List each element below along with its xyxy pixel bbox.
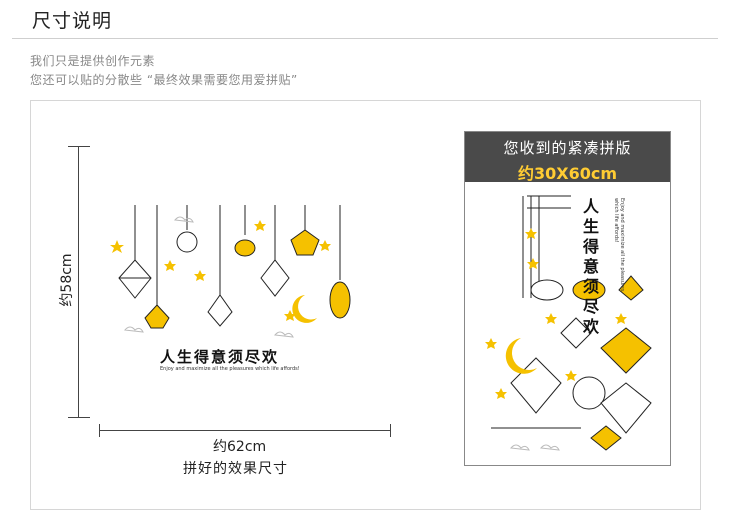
sticker-subtitle-right: Enjoy and maximize all the pleasures whi… (613, 198, 625, 292)
sticker-title-right: 人生得意须尽欢 (580, 198, 599, 338)
description-line-2: 您还可以贴的分散些 “最终效果需要您用爱拼贴” (30, 73, 298, 87)
height-dimension-line (78, 146, 79, 418)
compact-sheet-heading: 您收到的紧凑拼版 (503, 139, 632, 157)
sticker-subtitle-left: Enjoy and maximize all the pleasures whi… (160, 366, 300, 372)
height-dimension-tick-bottom (68, 417, 90, 418)
page-title: 尺寸说明 (32, 10, 113, 32)
lamp-illustration (110, 205, 351, 338)
width-label: 约62cm (213, 439, 267, 455)
compact-sheet-illustration (485, 195, 652, 451)
compact-sheet-size: 约30X60cm (517, 164, 618, 183)
header-divider (12, 38, 718, 39)
height-label: 约58cm (59, 253, 75, 307)
description-line-1: 我们只是提供创作元素 (30, 54, 156, 68)
sticker-title-left: 人生得意须尽欢 (160, 348, 280, 366)
width-dimension-tick-right (390, 424, 391, 437)
width-dimension-tick-left (99, 424, 100, 437)
compact-sheet-header: 您收到的紧凑拼版 约30X60cm (465, 132, 670, 183)
compact-sheet-box: 您收到的紧凑拼版 约30X60cm (464, 131, 671, 466)
height-dimension-tick-top (68, 146, 90, 147)
width-dimension-line (99, 430, 391, 431)
assembled-size-caption: 拼好的效果尺寸 (183, 461, 288, 477)
